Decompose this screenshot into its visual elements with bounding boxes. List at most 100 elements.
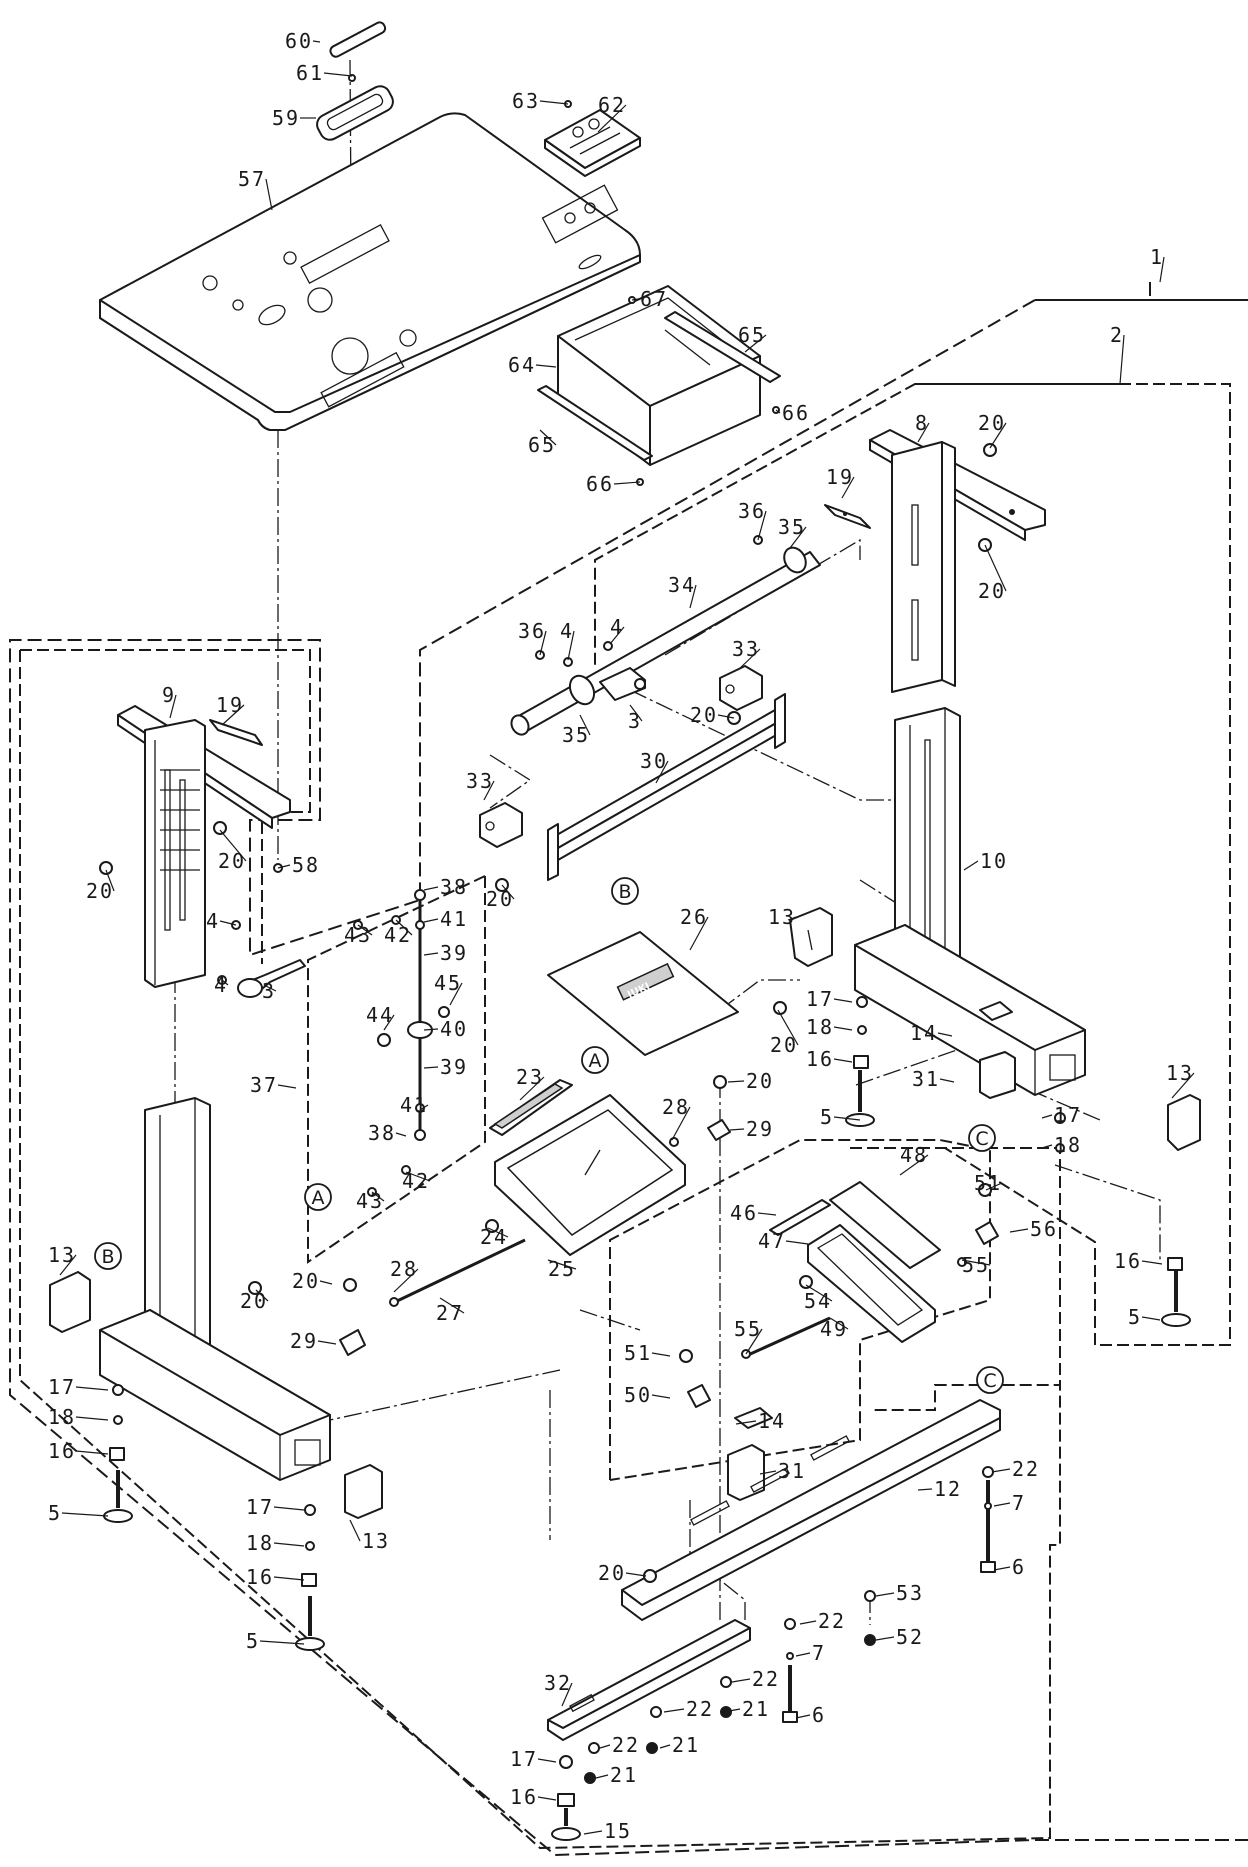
callout-39: 39 <box>423 941 466 965</box>
callout-label: 17 <box>806 987 834 1011</box>
callout-label: 4 <box>214 973 228 997</box>
callout-label: 6 <box>812 1703 826 1727</box>
leader-line <box>631 298 639 301</box>
callout-label: 57 <box>238 167 266 191</box>
callout-label: 33 <box>466 769 494 793</box>
leader-line <box>789 526 807 549</box>
callout-34: 34 <box>668 573 697 609</box>
marker-letter: C <box>983 1370 996 1392</box>
callout-25: 25 <box>547 1257 577 1281</box>
callout-label: 20 <box>770 1033 798 1057</box>
marker-letter: B <box>618 881 631 903</box>
callout-16: 16 <box>806 1047 853 1071</box>
part-64-drawer <box>557 285 761 466</box>
callout-17: 17 <box>1041 1103 1080 1127</box>
callout-label: 20 <box>240 1289 268 1313</box>
callout-16: 16 <box>1114 1249 1163 1273</box>
callout-14: 14 <box>910 1021 953 1045</box>
callout-label: 30 <box>640 749 668 773</box>
callout-label: 59 <box>272 106 300 130</box>
callout-18: 18 <box>246 1531 305 1555</box>
leader-line <box>312 40 321 43</box>
callout-label: 64 <box>508 353 536 377</box>
callout-label: 29 <box>746 1117 774 1141</box>
leader-line <box>917 1488 933 1491</box>
callout-label: 67 <box>640 287 668 311</box>
callout-5: 5 <box>246 1629 305 1653</box>
callout-label: 16 <box>1114 1249 1142 1273</box>
callout-label: 52 <box>896 1625 924 1649</box>
leader-line <box>917 422 930 443</box>
callout-label: 20 <box>978 579 1006 603</box>
leader-line <box>833 998 853 1003</box>
marker-circle <box>968 1124 996 1152</box>
callout-29: 29 <box>729 1117 774 1141</box>
callout-17: 17 <box>510 1747 557 1771</box>
callout-label: 31 <box>778 1459 806 1483</box>
leader-line <box>963 860 979 871</box>
callout-label: 31 <box>912 1067 940 1091</box>
leader-line <box>537 1758 557 1763</box>
callout-label: 6 <box>1012 1555 1026 1579</box>
leader-line <box>219 829 247 862</box>
callout-36: 36 <box>518 619 547 656</box>
part-13-cap-lower <box>344 1464 383 1519</box>
callout-1: 1 <box>1150 245 1165 283</box>
callout-29: 29 <box>290 1329 337 1353</box>
leader-line <box>537 1796 557 1801</box>
callout-label: 5 <box>246 1629 260 1653</box>
leader-line <box>993 1566 1011 1571</box>
part-37-link-rod <box>353 889 450 1197</box>
leader-line <box>219 920 237 926</box>
callout-3: 3 <box>628 704 643 733</box>
callout-19: 19 <box>826 465 855 499</box>
callout-4: 4 <box>206 909 237 933</box>
leader-line <box>775 409 781 414</box>
callout-label: 40 <box>440 1017 468 1041</box>
marker-circle <box>94 1242 122 1270</box>
leader-line <box>277 864 291 869</box>
callout-label: 38 <box>368 1121 396 1145</box>
leader-line <box>993 1502 1011 1507</box>
callout-label: 13 <box>362 1529 390 1553</box>
callout-17: 17 <box>806 987 853 1011</box>
leader-line <box>899 1154 929 1176</box>
pedal-sub-assembly-outline <box>609 1139 991 1481</box>
part-65-rail-upper <box>664 311 781 383</box>
marker-letter: A <box>589 1050 602 1072</box>
callout-17: 17 <box>48 1375 109 1399</box>
leader-line <box>357 924 373 936</box>
leader-line <box>519 1076 545 1101</box>
leader-line <box>729 1128 745 1131</box>
leader-line <box>265 178 273 211</box>
callout-53: 53 <box>875 1581 922 1605</box>
callout-8: 8 <box>915 411 930 443</box>
leader-line <box>319 1280 333 1285</box>
leader-line <box>539 100 569 105</box>
callout-label: 47 <box>758 1229 786 1253</box>
callout-55: 55 <box>734 1317 763 1355</box>
callout-22: 22 <box>799 1609 846 1633</box>
leader-line <box>989 422 1007 449</box>
callout-label: 22 <box>818 1609 846 1633</box>
leader-line <box>221 979 229 986</box>
leader-line <box>221 704 245 726</box>
callout-label: 43 <box>356 1189 384 1213</box>
callout-label: 4 <box>206 909 220 933</box>
leader-line <box>59 1254 77 1276</box>
callout-18: 18 <box>806 1015 853 1039</box>
callout-label: 37 <box>250 1073 278 1097</box>
callout-label: 66 <box>586 472 614 496</box>
part-50-56-plates <box>687 1221 999 1408</box>
callout-66: 66 <box>586 472 641 496</box>
leader-line <box>833 1116 861 1121</box>
callout-22: 22 <box>663 1697 712 1721</box>
callout-22: 22 <box>599 1733 638 1757</box>
callout-56: 56 <box>1009 1217 1056 1241</box>
callout-label: 51 <box>974 1171 1002 1195</box>
callout-59: 59 <box>272 106 316 130</box>
part-3-arm-lower <box>237 959 306 998</box>
callout-label: 5 <box>1128 1305 1142 1329</box>
bolt-6-lower <box>782 1618 798 1723</box>
leader-line <box>583 1830 603 1835</box>
